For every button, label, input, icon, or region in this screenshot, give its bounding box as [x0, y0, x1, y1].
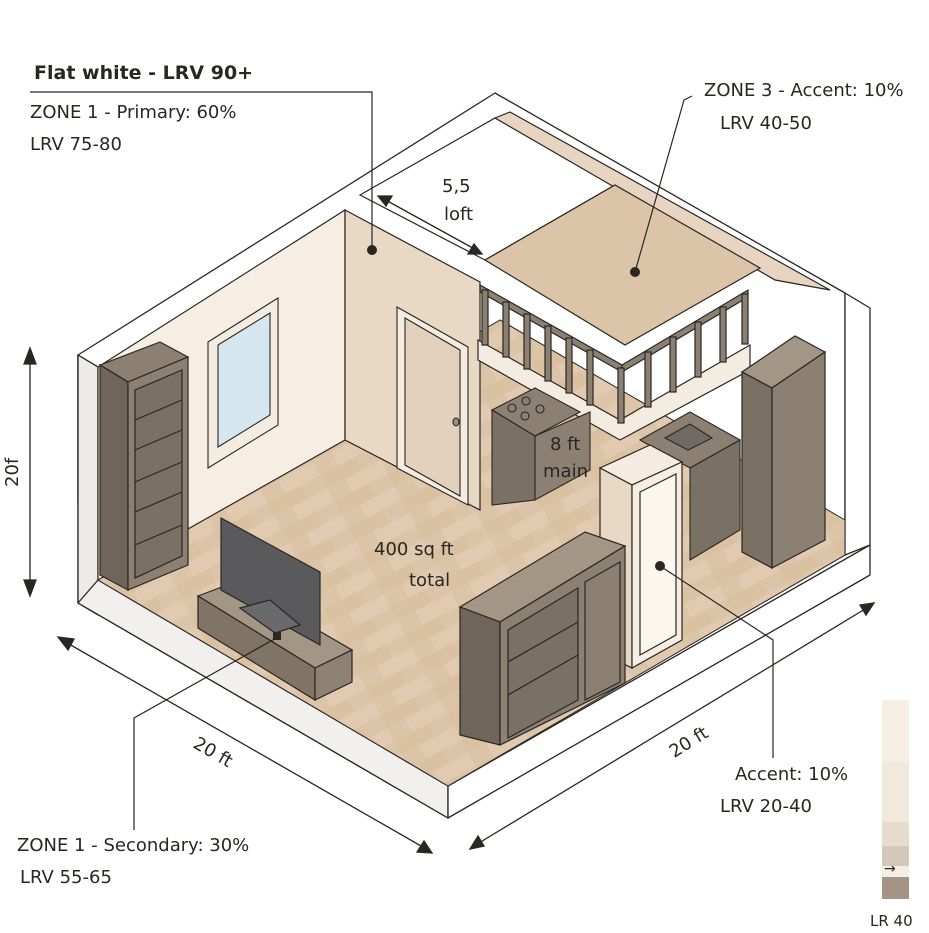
swatch-arrow-marker: →: [882, 861, 909, 877]
swatch-strip-label: LR 40: [870, 912, 913, 930]
door: [396, 306, 469, 506]
zone3-accent-title: ZONE 3 - Accent: 10%: [704, 80, 904, 101]
total-area-value: 400 sq ft: [374, 539, 454, 560]
annotation-leaders: [30, 91, 774, 830]
loft-depth-value: 5,5: [442, 176, 471, 197]
tv-console: [196, 516, 354, 702]
total-area-label: total: [409, 570, 451, 591]
swatch-5: [882, 877, 909, 899]
bookshelf-right: [740, 335, 827, 569]
loft-railing: [479, 283, 749, 424]
swatch-4: [882, 846, 909, 866]
zone1-secondary-title: ZONE 1 - Secondary: 30%: [17, 835, 250, 856]
main-height-label: main: [543, 461, 588, 482]
zone1-secondary-lrv: LRV 55-65: [20, 867, 112, 888]
zone3-accent-lrv: LRV 40-50: [720, 113, 812, 134]
main-height-value: 8 ft: [550, 434, 581, 455]
swatch-2: [882, 762, 909, 822]
swatch-1: [882, 700, 909, 762]
front-shelving-unit: [458, 531, 627, 746]
arrow-right-icon: →: [884, 861, 896, 877]
flat-white-label: Flat white - LRV 90+: [34, 62, 254, 84]
accent-lrv: LRV 20-40: [720, 796, 812, 817]
accent-title: Accent: 10%: [735, 764, 849, 785]
window: [207, 297, 279, 469]
bookshelf-left: [98, 341, 190, 592]
annotation-dots: [273, 245, 665, 640]
zone1-primary-lrv: LRV 75-80: [30, 134, 122, 155]
height-dimension-label: 20f: [2, 457, 23, 487]
kitchen: [490, 387, 742, 561]
loft-depth-label: loft: [444, 204, 474, 225]
zone1-primary-title: ZONE 1 - Primary: 60%: [30, 102, 237, 123]
swatch-3: [882, 822, 909, 846]
lrv-swatch-strip: →: [882, 700, 909, 899]
dimension-arrows: [23, 195, 876, 854]
